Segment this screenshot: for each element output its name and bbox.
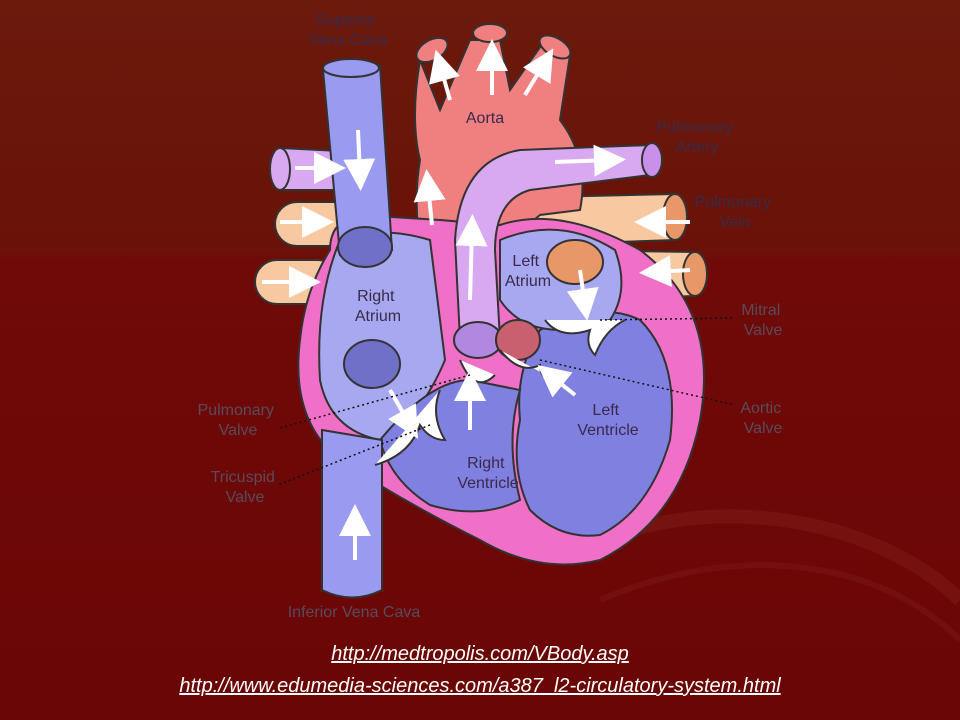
label-superior-vena-cava: Superior Vena Cava: [309, 12, 387, 49]
label-right-ventricle: Right Ventricle: [457, 455, 518, 492]
label-inferior-vena-cava: Inferior Vena Cava: [288, 604, 421, 621]
label-pulmonary-artery: Pulmonary Artery: [657, 119, 738, 156]
inferior-vena-cava: [321, 428, 383, 599]
label-left-ventricle: Left Ventricle: [577, 402, 638, 439]
link-edumedia[interactable]: http://www.edumedia-sciences.com/a387_l2…: [179, 675, 781, 697]
link-medtropolis[interactable]: http://medtropolis.com/VBody.asp: [331, 643, 629, 665]
right-atrium-chamber: [318, 231, 447, 442]
leader-lines: [277, 317, 736, 486]
flow-arrows: [262, 39, 691, 560]
mitral-valve: [544, 319, 626, 357]
label-aortic-valve: Aortic Valve: [740, 400, 785, 437]
label-right-atrium: Right Atrium: [355, 288, 401, 325]
label-left-atrium: Left Atrium: [505, 253, 551, 290]
label-pulmonary-vein: Pulmonary Vein: [695, 194, 776, 231]
source-links: http://medtropolis.com/VBody.asp http://…: [0, 638, 960, 702]
label-tricuspid-valve: Tricuspid Valve: [211, 469, 280, 506]
label-pulmonary-valve: Pulmonary Valve: [198, 402, 279, 439]
label-mitral-valve: Mitral Valve: [741, 302, 785, 339]
label-aorta: Aorta: [466, 110, 504, 127]
